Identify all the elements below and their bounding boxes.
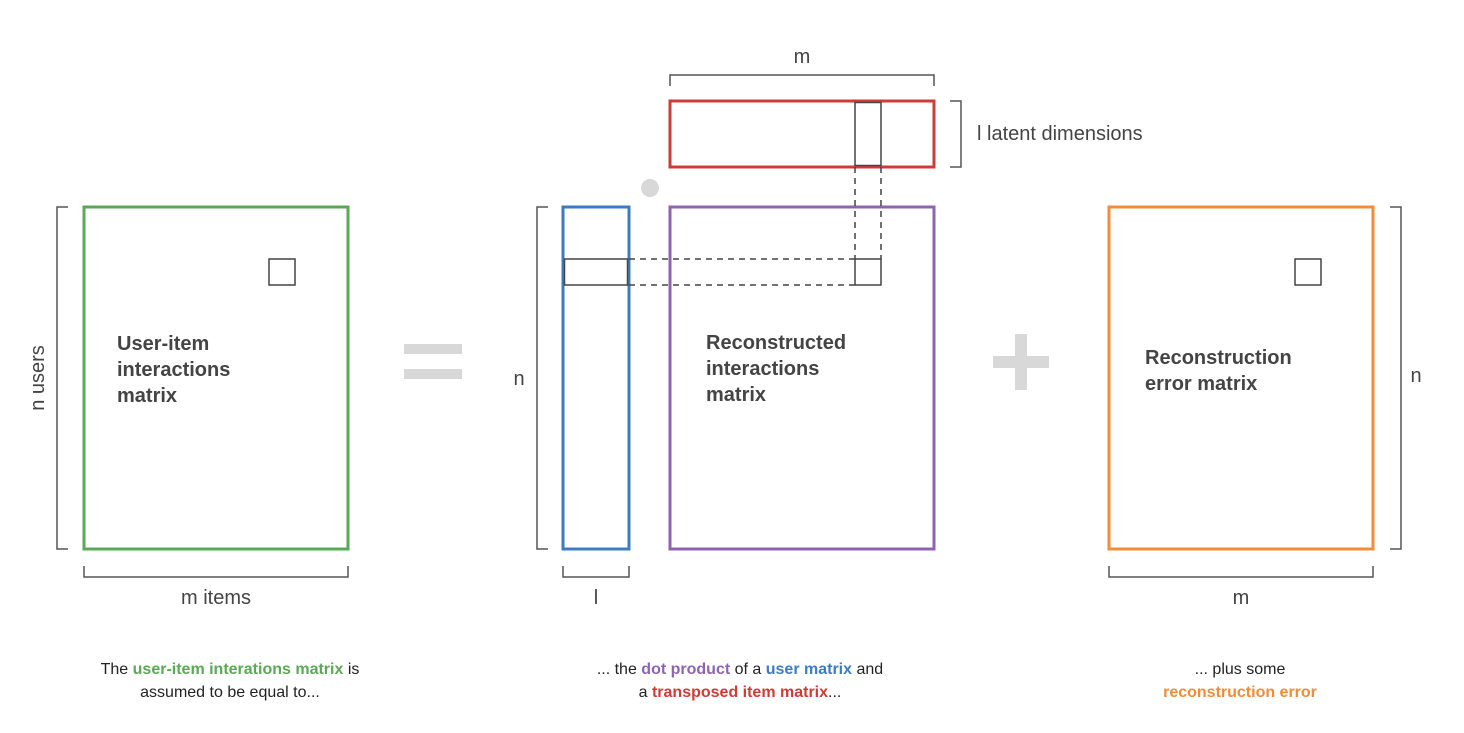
user-item-matrix	[82, 205, 350, 551]
user-item-title: User-item interactions matrix	[117, 333, 236, 407]
m-bottom-label: m	[1233, 587, 1250, 609]
latent-label: l latent dimensions	[977, 123, 1143, 145]
plus-sign	[993, 334, 1049, 390]
m-top-label: m	[794, 46, 811, 68]
n-left-label: n	[513, 368, 524, 390]
reconstructed-matrix	[668, 205, 936, 551]
item-matrix	[668, 99, 936, 169]
caption-middle-mid: of a	[730, 661, 766, 678]
m-items-bracket	[83, 566, 349, 578]
caption-left-post: is	[343, 661, 360, 678]
caption-middle-line2-pre: a	[638, 684, 652, 701]
user-matrix	[561, 205, 631, 551]
caption-left-pre: The	[100, 661, 133, 678]
caption-left-highlight: user-item interations matrix	[132, 661, 344, 678]
caption-right-line1: ... plus some	[1194, 661, 1286, 678]
caption-middle-post: and	[852, 661, 884, 678]
l-bottom-label: l	[594, 587, 598, 609]
caption-middle-line2-post: ...	[828, 684, 842, 701]
caption-left: The user-item interations matrix is assu…	[40, 658, 420, 704]
user-item-cell	[268, 258, 296, 286]
error-matrix	[1107, 205, 1375, 551]
equals-sign	[404, 344, 462, 379]
caption-dot-product: dot product	[641, 661, 731, 678]
dashed-guides	[629, 167, 882, 286]
user-matrix-row	[563, 258, 629, 286]
n-left-bracket	[536, 206, 548, 550]
error-cell	[1294, 258, 1322, 286]
reconstructed-cell	[854, 258, 882, 286]
item-matrix-column	[854, 101, 882, 167]
caption-right: ... plus some reconstruction error	[1110, 658, 1370, 704]
m-bottom-bracket	[1108, 566, 1374, 578]
caption-reconstruction-error: reconstruction error	[1163, 684, 1317, 701]
n-right-bracket	[1390, 206, 1402, 550]
caption-middle: ... the dot product of a user matrix and…	[530, 658, 950, 704]
m-items-label: m items	[181, 587, 251, 609]
caption-transposed-item-matrix: transposed item matrix	[651, 684, 829, 701]
n-users-label: n users	[27, 345, 49, 411]
reconstructed-title: Reconstructed interactions matrix	[706, 332, 852, 406]
n-right-label: n	[1410, 365, 1421, 387]
caption-left-line2: assumed to be equal to...	[140, 684, 320, 701]
n-users-bracket	[56, 206, 68, 550]
error-title: Reconstruction error matrix	[1145, 347, 1297, 395]
l-bottom-bracket	[562, 566, 630, 578]
latent-bracket	[950, 100, 962, 168]
caption-middle-pre: ... the	[596, 661, 642, 678]
dot-operator	[641, 179, 659, 197]
m-top-bracket	[669, 74, 935, 86]
caption-user-matrix: user matrix	[765, 661, 853, 678]
